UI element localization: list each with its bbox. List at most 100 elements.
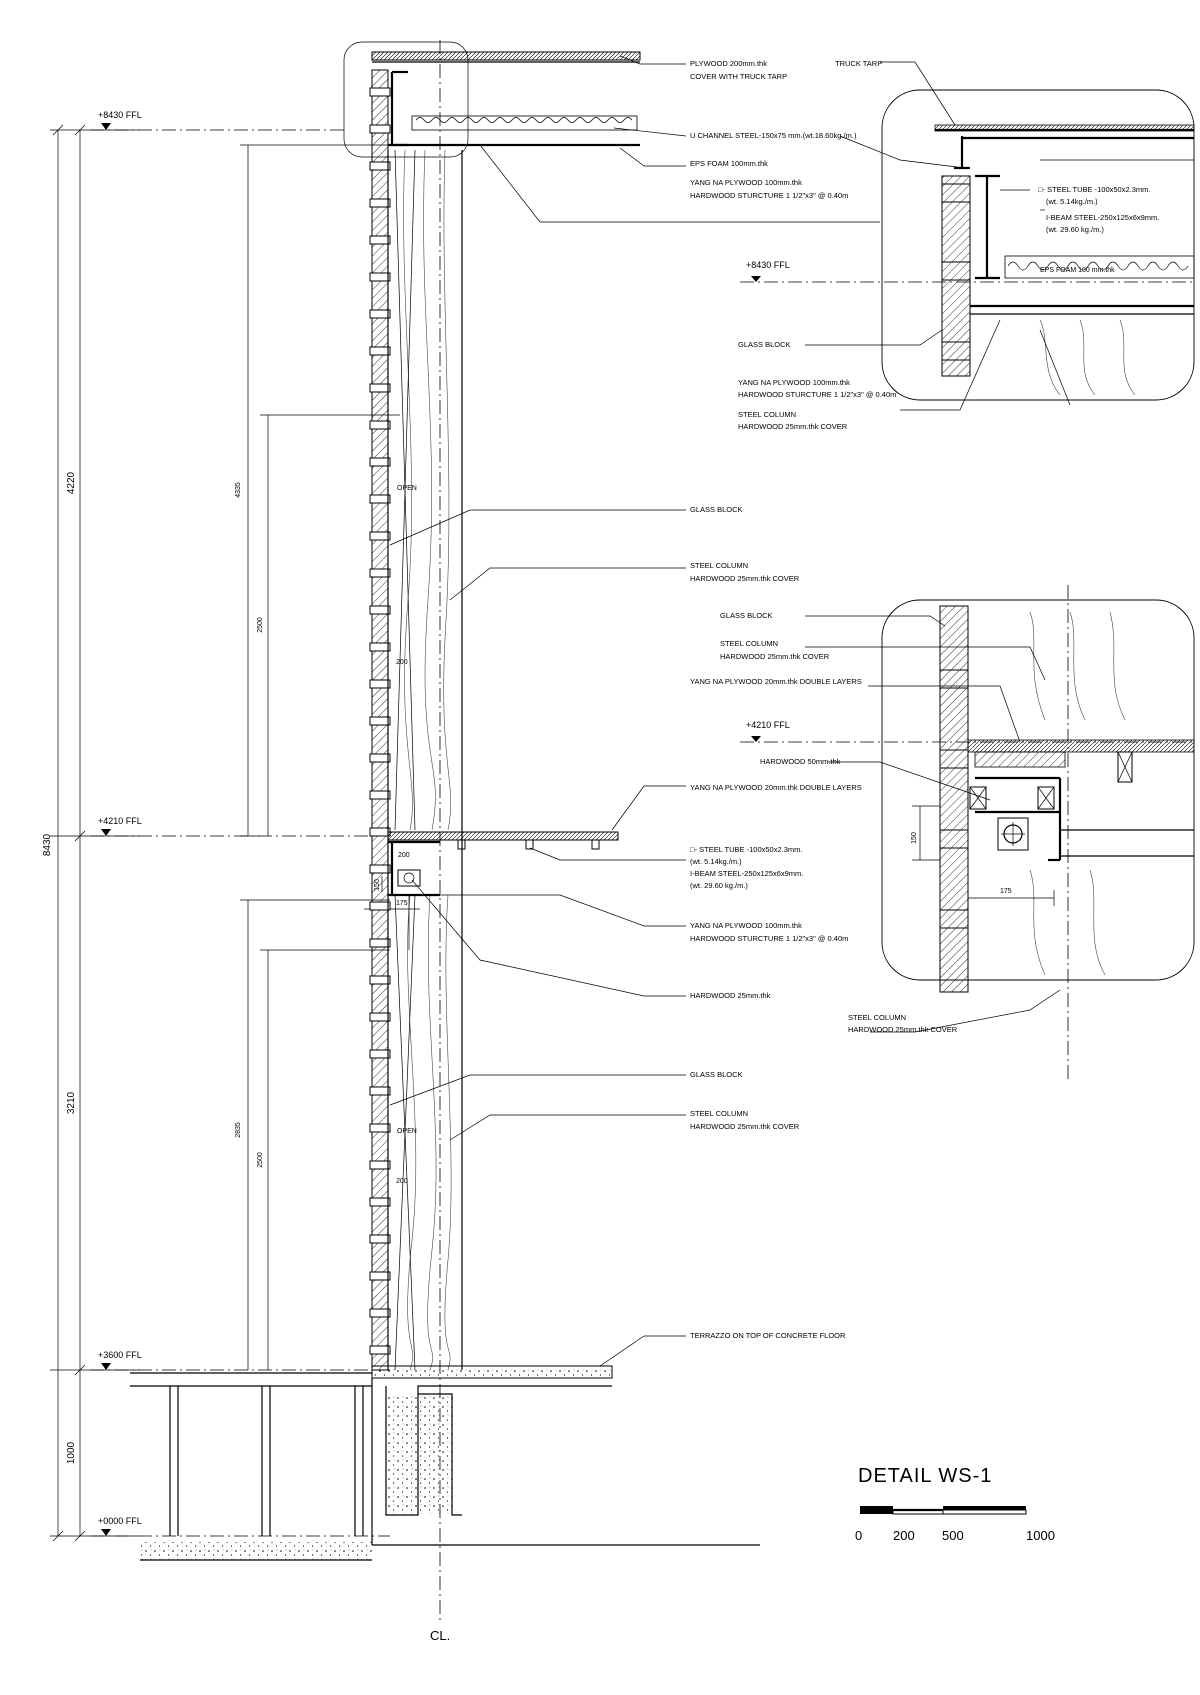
glass-block-joint	[369, 346, 391, 356]
detail-mid-steel-col-b: HARDWOOD 25mm.thk COVER	[720, 652, 830, 661]
open-label-upper: OPEN	[397, 485, 417, 492]
glass-block-joint	[369, 272, 391, 282]
glass-block-joint	[369, 124, 391, 134]
scale-200: 200	[893, 1528, 915, 1543]
dim-lower-height: 2835	[235, 1122, 242, 1138]
glass-block-joint	[369, 1086, 391, 1096]
glass-block-joint	[369, 679, 391, 689]
centerline-label: CL.	[430, 1628, 450, 1643]
main-leaders	[389, 55, 880, 1367]
label-ibeam-1: I-BEAM STEEL-250x125x6x9mm.	[690, 869, 803, 878]
inner-dimensions	[240, 144, 420, 1370]
glass-block-joint	[369, 87, 391, 97]
label-plywood-roof-1: PLYWOOD 200mm.thk	[690, 59, 767, 68]
glass-block-joint	[369, 1271, 391, 1281]
label-steel-col-1a: STEEL COLUMN	[690, 561, 748, 570]
label-eps-foam: EPS FOAM 100mm.thk	[690, 159, 768, 168]
glass-block-joint	[369, 642, 391, 652]
label-terrazzo: TERRAZZO ON TOP OF CONCRETE FLOOR	[690, 1331, 846, 1340]
detail-top-eps: EPS FOAM 100 mm.thk	[1040, 267, 1115, 274]
detail-top	[740, 61, 1195, 411]
glass-block-joint	[369, 235, 391, 245]
glass-block-joint	[369, 864, 391, 874]
level-floor: +3600 FFL	[98, 1350, 142, 1360]
label-yang-na-mid-2: HARDWOOD STURCTURE 1 1/2"x3" @ 0.40m	[690, 934, 848, 943]
detail-top-steel-col-a: STEEL COLUMN	[738, 410, 796, 419]
glass-block-joint	[369, 1308, 391, 1318]
glass-block-joint	[369, 309, 391, 319]
label-steel-tube-2: (wt. 5.14kg./m.)	[690, 857, 742, 866]
scale-500: 500	[942, 1528, 964, 1543]
glass-block-joint	[369, 1234, 391, 1244]
glass-block-joint	[369, 494, 391, 504]
ground-floor-slab	[130, 1365, 760, 1561]
scale-bar	[860, 1506, 1027, 1515]
detail-top-steel-tube-2: (wt. 5.14kg./m.)	[1046, 197, 1098, 206]
roof-assembly	[343, 41, 641, 158]
dim-upper-height: 4335	[235, 482, 242, 498]
label-steel-col-2a: STEEL COLUMN	[690, 1109, 748, 1118]
overall-dimension-chain	[50, 124, 140, 1542]
steel-column-cover	[387, 149, 463, 1371]
glass-block-joint	[369, 790, 391, 800]
dim-gap-b: 200	[398, 852, 410, 859]
scale-0: 0	[855, 1528, 862, 1543]
detail-top-steel-col-b: HARDWOOD 25mm.thk COVER	[738, 422, 848, 431]
glass-block-joint	[369, 753, 391, 763]
glass-block-joint	[369, 420, 391, 430]
glass-block-joint	[369, 383, 391, 393]
detail-top-glass-block: GLASS BLOCK	[738, 340, 791, 349]
label-yang-na-double: YANG NA PLYWOOD 20mm.thk DOUBLE LAYERS	[690, 783, 862, 792]
glass-block-joint	[369, 1049, 391, 1059]
label-plywood-roof-2: COVER WITH TRUCK TARP	[690, 72, 787, 81]
detail-mid-175: 175	[1000, 888, 1012, 895]
label-steel-col-1b: HARDWOOD 25mm.thk COVER	[690, 574, 800, 583]
dim-175: 175	[396, 900, 408, 907]
detail-top-ibeam-1: I-BEAM STEEL-250x125x6x9mm.	[1046, 213, 1159, 222]
open-label-lower: OPEN	[397, 1128, 417, 1135]
glass-block-joint	[369, 1160, 391, 1170]
glass-block-joint	[369, 198, 391, 208]
dim-middle: 3210	[66, 1091, 77, 1114]
label-glass-block-2: GLASS BLOCK	[690, 1070, 743, 1079]
drawing-title: DETAIL WS-1	[858, 1465, 992, 1487]
dim-lower: 1000	[66, 1441, 77, 1464]
detail-top-ffl: +8430 FFL	[746, 260, 790, 270]
dim-gap-c: 200	[396, 1178, 408, 1185]
detail-mid-150: 150	[911, 832, 918, 844]
glass-block-joint	[369, 975, 391, 985]
glass-block-joint	[369, 457, 391, 467]
glass-block-joint	[369, 1345, 391, 1355]
level-ground: +0000 FFL	[98, 1516, 142, 1526]
scale-1000: 1000	[1026, 1528, 1055, 1543]
detail-top-truck-tarp: TRUCK TARP	[835, 59, 882, 68]
glass-block-joint	[369, 568, 391, 578]
mid-floor-assembly	[387, 831, 619, 950]
detail-mid-glass-block: GLASS BLOCK	[720, 611, 773, 620]
label-steel-col-2b: HARDWOOD 25mm.thk COVER	[690, 1122, 800, 1131]
detail-mid-steel-col-d: HARDWOOD 25mm.thk COVER	[848, 1025, 958, 1034]
detail-mid-yang-na-double: YANG NA PLYWOOD 20mm.thk DOUBLE LAYERS	[690, 677, 862, 686]
dim-lower-open: 2500	[257, 1152, 264, 1168]
detail-top-yang-na-1: YANG NA PLYWOOD 100mm.thk	[738, 378, 850, 387]
label-ibeam-2: (wt. 29.60 kg./m.)	[690, 881, 748, 890]
label-steel-tube-1: □- STEEL TUBE -100x50x2.3mm.	[690, 845, 803, 854]
glass-block-joint	[369, 827, 391, 837]
detail-mid	[740, 585, 1195, 1080]
glass-block-joint	[369, 161, 391, 171]
dim-upper-open: 2500	[257, 617, 264, 633]
glass-block-joint	[369, 1123, 391, 1133]
detail-mid-steel-col-a: STEEL COLUMN	[720, 639, 778, 648]
glass-block-joint	[369, 531, 391, 541]
glass-block-joint	[369, 901, 391, 911]
detail-mid-ffl: +4210 FFL	[746, 720, 790, 730]
label-glass-block-1: GLASS BLOCK	[690, 505, 743, 514]
dim-gap-a: 200	[396, 659, 408, 666]
level-mid: +4210 FFL	[98, 816, 142, 826]
detail-top-yang-na-2: HARDWOOD STURCTURE 1 1/2"x3" @ 0.40m	[738, 390, 896, 399]
glass-block-joint	[369, 938, 391, 948]
glass-block-joints	[369, 87, 391, 1355]
label-hardwood-25: HARDWOOD 25mm.thk	[690, 991, 771, 1000]
level-top: +8430 FFL	[98, 110, 142, 120]
